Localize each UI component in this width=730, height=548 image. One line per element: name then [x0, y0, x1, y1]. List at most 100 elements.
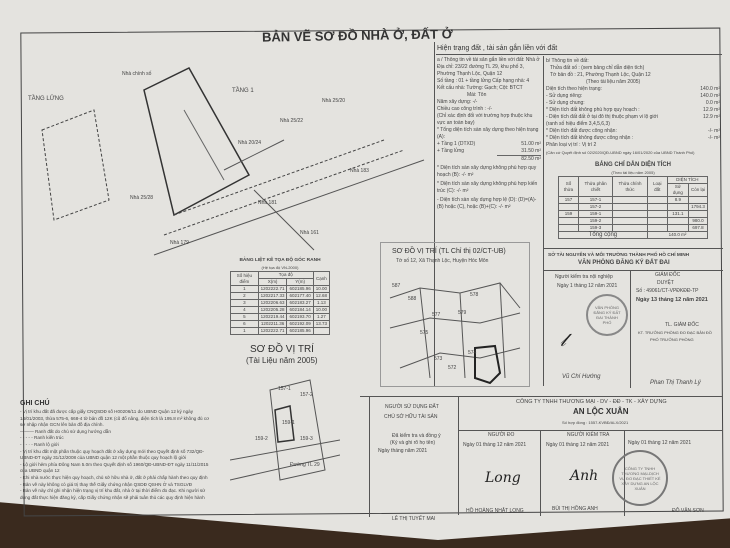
land-row-label: - Sử dụng riêng:: [546, 93, 583, 99]
col-header: Số thửa: [558, 176, 579, 197]
table-cell: 159-3: [577, 224, 614, 232]
table-cell: 1: [230, 327, 259, 335]
surveyor-signature: Long: [485, 470, 521, 486]
col-group: DIỆN TÍCH: [666, 176, 709, 184]
table-cell: 1202222.71: [257, 327, 288, 335]
land-row-label: * Diện tích đất được công nhận:: [546, 128, 617, 134]
land-basis: (Căn cứ Quyết định số 02/2020/QĐ-UBND ng…: [546, 150, 695, 155]
land-row: Diện tích theo hiện trạng:140.0 m²: [546, 86, 720, 93]
table-cell: 980.0: [688, 217, 708, 225]
coord-table-title: BẢNG LIỆT KÊ TỌA ĐỘ GÓC RANH: [239, 258, 321, 263]
surveyor-heading: NGƯỜI ĐO: [488, 432, 515, 438]
asset-line: Số tầng : 01 + tầng lửng Cấp hạng nhà: 4: [437, 78, 530, 84]
asset-line: Chiều cao công trình : -/-: [437, 106, 493, 112]
table-cell: 159-1: [577, 210, 614, 218]
table-cell: [646, 217, 668, 225]
ground-floor-outline: [143, 67, 251, 217]
surveyor-date: Ngày 01 tháng 12 năm 2021: [463, 442, 527, 448]
divider: [543, 270, 723, 271]
asset-note: - Diện tích sàn xây dựng hợp lệ (D): (D)…: [437, 197, 537, 210]
table-cell: [688, 210, 708, 218]
tl-dept: KT. TRƯỞNG PHÒNG ĐO ĐẠC BẢN ĐỒ: [638, 330, 712, 335]
drawing-label: Nhà 25/20: [322, 98, 346, 104]
table-row: 159-3 697.8: [558, 224, 708, 232]
drawing-label: Nhà 183: [350, 168, 369, 174]
company-checker-signature: Anh: [570, 468, 599, 484]
col-header: X(m): [257, 278, 288, 286]
total-label: Tổng cộng: [558, 231, 648, 239]
company-checker-date: Ngày 01 tháng 12 năm 2021: [546, 442, 610, 448]
table-cell: [612, 210, 648, 218]
land-info: b/ Thông tin về đất: Thửa đất số : (xem …: [546, 58, 720, 156]
land-row: - Sử dụng chung:0.0 m²: [546, 100, 720, 107]
asset-note: * Diện tích sàn xây dựng không phù hợp q…: [437, 165, 537, 178]
table-cell: 602185.96: [286, 285, 314, 293]
drawing-label: Nhà 181: [258, 200, 277, 206]
parcel-label: 157-2: [300, 392, 313, 398]
table-cell: 602193.70: [286, 313, 314, 321]
parcel-label: 159-1: [282, 420, 295, 426]
note-item: ——— Ranh đất do chủ sử dụng hướng dẫn: [20, 428, 111, 434]
total-area: 82.50 m²: [497, 155, 541, 163]
edge-length: 10.00: [312, 306, 331, 314]
company-name-line: CÔNG TY TNHH THƯƠNG MẠI - DV - ĐĐ - TK -…: [516, 399, 667, 405]
location-map-title: SƠ ĐỒ VỊ TRÍ: [250, 344, 314, 355]
area-table-subtitle: (Theo tài liệu năm 2005): [611, 170, 655, 175]
drawing-label: Nhà 161: [300, 230, 319, 236]
owner-name: LÊ THỊ TUYẾT MAI: [392, 516, 436, 522]
land-line: (Theo tài liệu năm 2005): [586, 79, 641, 85]
table-cell: 159-2: [577, 217, 614, 225]
land-line: b/ Thông tin về đất:: [546, 58, 589, 64]
drawing-label: Nhà 25/28: [130, 195, 154, 201]
table-cell: [646, 196, 668, 204]
notes-block: GHI CHÚ - Vị trí khu đất đã được cấp giấ…: [20, 400, 210, 501]
mezz-label: + Tầng lửng: [437, 148, 465, 154]
col-header: Thửa phân chiết: [577, 176, 614, 197]
tl-label: TL. GIÁM ĐỐC: [665, 322, 699, 328]
asset-line: a / Thông tin về tài sản gắn liền với đấ…: [437, 57, 540, 63]
divider: [458, 430, 722, 431]
land-row-value: 140.0 m²: [700, 93, 720, 99]
table-cell: 697.8: [688, 224, 708, 232]
company-checker-heading: NGƯỜI KIỂM TRA: [567, 432, 610, 438]
company-name: AN LỘC XUÂN: [573, 407, 629, 416]
table-cell: 3: [230, 299, 259, 307]
owner-note-2: (Ký và ghi rõ họ tên): [390, 440, 436, 446]
table-cell: [666, 224, 690, 232]
asset-line: Năm xây dựng: -/-: [437, 99, 478, 105]
land-row-label: * Diện tích đất không được công nhận :: [546, 135, 634, 141]
col-header: Còn lại: [688, 183, 708, 197]
note-item: - Vị trí khu đất đã được cấp giấy CNQSDĐ…: [20, 409, 210, 428]
land-row: (ranh số hiệu điểm 3,4,5,6,3): [546, 121, 720, 128]
table-cell: [666, 217, 690, 225]
divider: [434, 42, 435, 387]
table-cell: 1: [230, 285, 259, 293]
col-header: Tọa độ: [257, 271, 314, 279]
floor1-value: 51.00 m²: [521, 141, 541, 147]
contract-number: Số hợp đồng : 1557-KVBĐ/ALX/2021: [562, 420, 629, 425]
approval-date: Ngày 13 tháng 12 năm 2021: [636, 297, 708, 303]
office-dept: SỞ TÀI NGUYÊN VÀ MÔI TRƯỜNG THÀNH PHỐ HỒ…: [548, 253, 690, 258]
table-cell: 2: [230, 292, 259, 300]
director-name: ĐỖ VĂN SƠN: [672, 508, 704, 514]
table-cell: [666, 203, 690, 211]
table-cell: 1202219.44: [257, 313, 288, 321]
table-cell: 1202211.36: [257, 320, 288, 328]
note-item: - Khi nhà nước thực hiện quy hoạch, chủ …: [20, 474, 208, 480]
table-row: 159-2 980.0: [558, 217, 708, 225]
table-cell: 157-2: [577, 203, 614, 211]
edge-length: 12.68: [312, 292, 331, 300]
col-header: Thửa chính thức: [612, 176, 648, 197]
table-cell: [688, 196, 708, 204]
parcel-label: 159-3: [300, 436, 313, 442]
floor-label-1: TẦNG 1: [232, 88, 254, 94]
asset-note: * Diện tích sàn xây dựng không phù hợp k…: [437, 181, 538, 194]
land-row: * Diện tích đất không phù hợp quy hoạch …: [546, 107, 720, 114]
